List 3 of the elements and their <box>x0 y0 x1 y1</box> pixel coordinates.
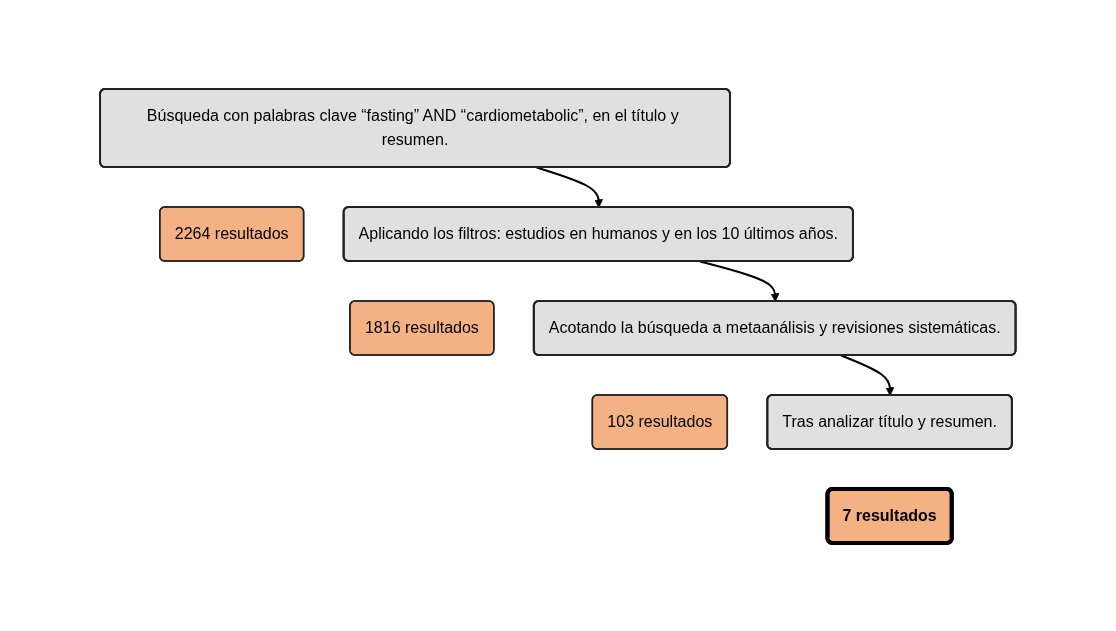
arrow <box>840 354 895 396</box>
arrow <box>535 166 604 208</box>
arrow <box>699 260 780 302</box>
